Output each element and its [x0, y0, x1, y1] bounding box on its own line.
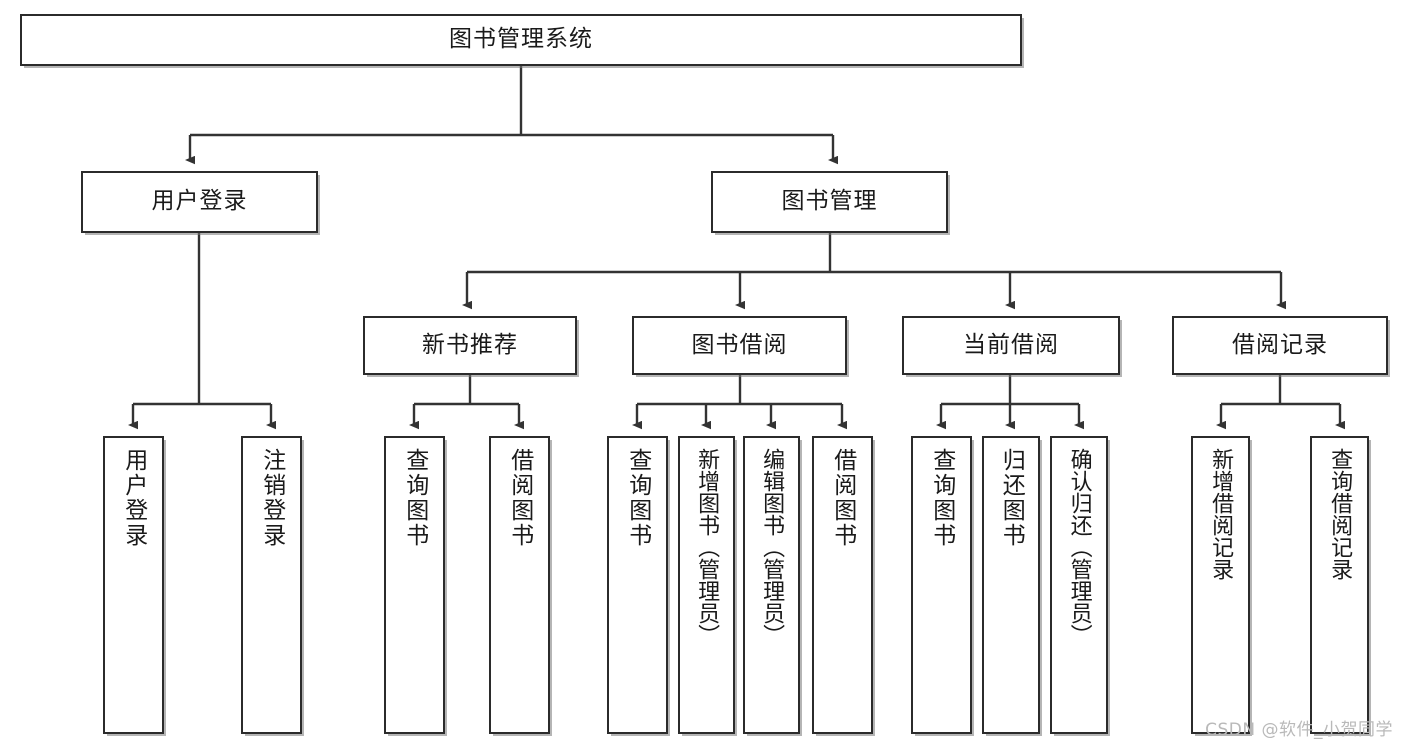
leaf-user-login[interactable]: 用户登录 — [103, 436, 164, 734]
node-label: 查询借阅记录 — [1327, 448, 1353, 580]
node-label: 新书推荐 — [422, 331, 518, 358]
node-new-book-recommendation[interactable]: 新书推荐 — [363, 316, 577, 375]
leaf-confirm-return-admin[interactable]: 确认归还（管理员） — [1050, 436, 1108, 734]
leaf-add-book-admin[interactable]: 新增图书（管理员） — [678, 436, 735, 734]
node-book-borrowing[interactable]: 图书借阅 — [632, 316, 847, 375]
node-label: 图书管理系统 — [449, 26, 593, 53]
node-label: 查询图书 — [624, 448, 651, 548]
node-label: 确认归还（管理员） — [1066, 448, 1092, 646]
node-label: 用户登录 — [120, 448, 147, 548]
leaf-query-books-borrow[interactable]: 查询图书 — [607, 436, 668, 734]
node-label: 归还图书 — [998, 448, 1025, 548]
node-current-borrowing[interactable]: 当前借阅 — [902, 316, 1120, 375]
node-label: 查询图书 — [928, 448, 955, 548]
node-label: 注销登录 — [258, 448, 285, 548]
leaf-borrow-books-newbooks[interactable]: 借阅图书 — [489, 436, 550, 734]
node-borrowing-records[interactable]: 借阅记录 — [1172, 316, 1388, 375]
node-book-management[interactable]: 图书管理 — [711, 171, 948, 233]
node-root-book-management-system[interactable]: 图书管理系统 — [20, 14, 1022, 66]
node-label: 新增图书（管理员） — [694, 448, 720, 646]
node-label: 借阅图书 — [829, 448, 856, 548]
node-label: 当前借阅 — [963, 331, 1059, 358]
node-label: 图书管理 — [781, 188, 878, 215]
leaf-edit-book-admin[interactable]: 编辑图书（管理员） — [743, 436, 800, 734]
node-label: 编辑图书（管理员） — [759, 448, 785, 646]
leaf-return-books[interactable]: 归还图书 — [982, 436, 1040, 734]
node-label: 用户登录 — [151, 188, 248, 215]
leaf-add-borrow-record[interactable]: 新增借阅记录 — [1191, 436, 1250, 734]
node-label: 借阅图书 — [506, 448, 533, 548]
csdn-watermark: CSDN @软件_小贺同学 — [1205, 720, 1393, 740]
node-user-login[interactable]: 用户登录 — [81, 171, 318, 233]
node-label: 新增借阅记录 — [1208, 448, 1234, 580]
leaf-query-borrow-record[interactable]: 查询借阅记录 — [1310, 436, 1369, 734]
node-label: 查询图书 — [401, 448, 428, 548]
leaf-logout[interactable]: 注销登录 — [241, 436, 302, 734]
leaf-borrow-books-borrow[interactable]: 借阅图书 — [812, 436, 873, 734]
node-label: 图书借阅 — [691, 331, 788, 358]
node-label: 借阅记录 — [1232, 331, 1328, 358]
leaf-query-books-newbooks[interactable]: 查询图书 — [384, 436, 445, 734]
leaf-query-books-current[interactable]: 查询图书 — [911, 436, 972, 734]
